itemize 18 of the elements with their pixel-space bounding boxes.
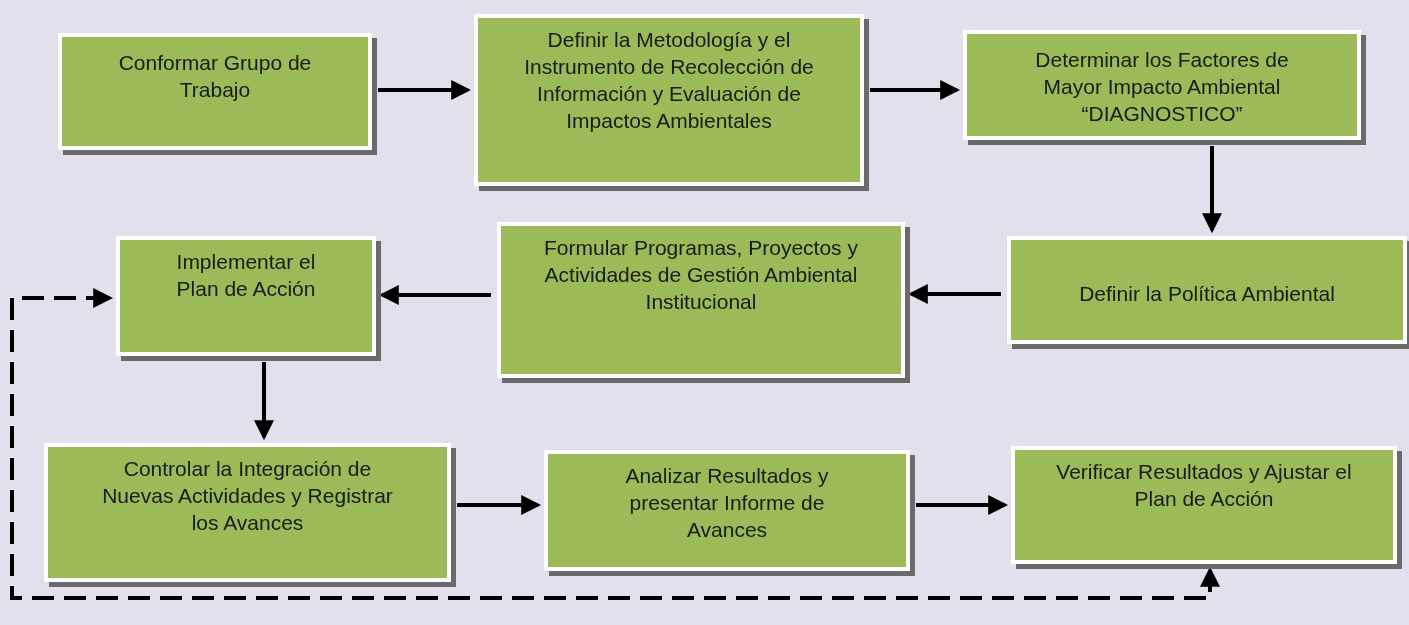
box-label: Determinar los Factores de Mayor Impacto Ambiental “DIAGNOSTICO” [1034, 47, 1290, 127]
arrow [870, 80, 961, 100]
box-label: Implementar el Plan de Acción [175, 249, 317, 302]
box-label: Analizar Resultados y presentar Informe de Avances [624, 463, 830, 543]
arrow [378, 285, 491, 305]
box-label: Formular Programas, Proyectos y Actividades de Gestión Ambiental Institucional [543, 235, 859, 315]
box-label: Controlar la Integración de Nuevas Actividades y Registrar los Avances [101, 456, 394, 536]
arrow [457, 495, 542, 515]
arrow [916, 495, 1009, 515]
arrow [1202, 146, 1222, 234]
arrow [10, 288, 1220, 600]
box-label: Definir la Política Ambiental [1079, 281, 1335, 307]
box-label: Definir la Metodología y el Instrumento de Recolección de Información y Evaluación de Impactos Ambientales [523, 27, 815, 134]
arrow [254, 362, 274, 441]
box-label: Conformar Grupo de Trabajo [117, 50, 313, 103]
box-label: Verificar Resultados y Ajustar el Plan de Acción [1055, 459, 1353, 512]
arrow [907, 284, 1001, 304]
arrow [378, 80, 472, 100]
